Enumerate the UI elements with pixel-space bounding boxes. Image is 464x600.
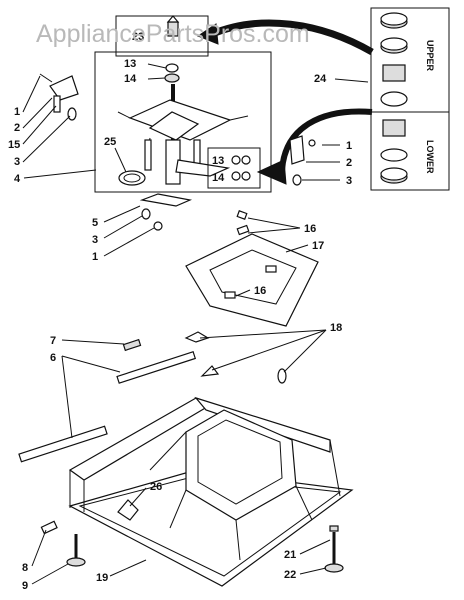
callout-17: 17 bbox=[312, 240, 324, 252]
callout-7: 7 bbox=[50, 335, 56, 347]
callout-2-right: 2 bbox=[346, 157, 352, 169]
watermark: AppliancePartsPros.com bbox=[36, 20, 310, 48]
top-detail-parts bbox=[164, 15, 180, 83]
callout-15: 15 bbox=[8, 139, 20, 151]
callout-14-right: 14 bbox=[212, 172, 225, 184]
callout-16-top: 16 bbox=[304, 223, 316, 235]
callout-13-right: 13 bbox=[212, 155, 224, 167]
callout-numbers: 23 13 14 1 2 15 3 4 25 24 13 14 1 2 3 5 … bbox=[8, 31, 352, 592]
callout-3-left: 3 bbox=[14, 156, 20, 168]
nut-detail-box bbox=[207, 147, 261, 189]
callout-23: 23 bbox=[132, 31, 144, 43]
left-hardware bbox=[39, 73, 79, 121]
upper-label: UPPER bbox=[425, 40, 435, 72]
bracket-hardware bbox=[139, 193, 193, 231]
callout-5: 5 bbox=[92, 217, 98, 229]
callout-1-right: 1 bbox=[346, 140, 352, 152]
callout-3-right: 3 bbox=[346, 175, 352, 187]
callout-21: 21 bbox=[284, 549, 296, 561]
callout-26: 26 bbox=[150, 481, 162, 493]
nut-parts bbox=[231, 155, 251, 181]
callout-2-left: 2 bbox=[14, 122, 20, 134]
clip-parts bbox=[184, 331, 287, 384]
callout-22: 22 bbox=[284, 569, 296, 581]
callout-3-lower: 3 bbox=[92, 234, 98, 246]
gearcase-assembly bbox=[117, 84, 249, 185]
upper-bearing-parts bbox=[380, 12, 408, 107]
lower-bearing-parts bbox=[380, 119, 408, 184]
support-frame bbox=[185, 210, 319, 327]
callout-1-left: 1 bbox=[14, 106, 20, 118]
lower-label: LOWER bbox=[425, 140, 435, 174]
rail-parts bbox=[18, 338, 197, 463]
callout-19: 19 bbox=[96, 572, 108, 584]
callout-25: 25 bbox=[104, 136, 116, 148]
callout-18: 18 bbox=[330, 322, 342, 334]
right-hardware bbox=[289, 135, 316, 186]
leveling-legs bbox=[40, 520, 344, 573]
callout-4: 4 bbox=[14, 173, 21, 185]
callout-24: 24 bbox=[314, 73, 327, 85]
arrow-upper bbox=[210, 19, 374, 56]
arrow-lower bbox=[279, 108, 373, 171]
callout-16-center: 16 bbox=[254, 285, 266, 297]
bearing-inset-box bbox=[370, 7, 450, 191]
leader-lines bbox=[22, 63, 369, 585]
gearcase-frame bbox=[94, 51, 272, 193]
base-frame bbox=[68, 396, 354, 587]
seal-part bbox=[118, 170, 146, 186]
callout-13-top: 13 bbox=[124, 58, 136, 70]
callout-14-top: 14 bbox=[124, 73, 137, 85]
callout-6: 6 bbox=[50, 352, 56, 364]
callout-1-lower: 1 bbox=[92, 251, 98, 263]
callout-9: 9 bbox=[22, 580, 28, 592]
callout-8: 8 bbox=[22, 562, 28, 574]
